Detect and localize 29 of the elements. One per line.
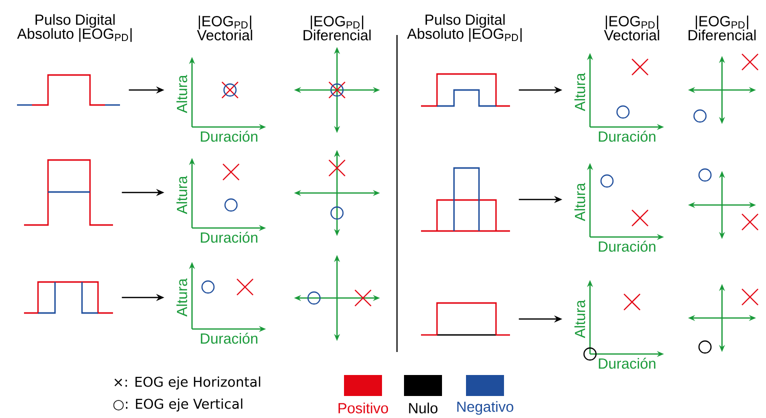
column-heading: |EOG$_{PD}$| Vectorial — [604, 16, 660, 40]
axis-label: Duración — [200, 130, 258, 142]
axis-label: Duración — [598, 358, 656, 369]
pulse-drawing — [421, 73, 510, 107]
legend-text: Positivo — [338, 402, 388, 414]
pulse-drawing — [17, 74, 120, 106]
axis-label: Altura — [574, 300, 586, 338]
pulse-drawing — [421, 302, 510, 336]
axis-label: Altura — [574, 72, 586, 112]
axis-label: Altura — [176, 278, 188, 317]
pulse-drawing — [24, 159, 113, 226]
legend-text: ×: EOG eje Horizontal — [114, 376, 260, 390]
legend-text: Negativo — [457, 401, 514, 415]
pulse-drawing — [24, 281, 113, 314]
axis-label: Duración — [200, 232, 258, 243]
column-heading: |EOG$_{PD}$| Diferencial — [688, 16, 756, 40]
axis-label: Altura — [176, 176, 188, 214]
axis-label: Altura — [574, 182, 586, 222]
column-heading: Pulso Digital Absoluto |EOG$_{PD}$| — [407, 14, 522, 42]
axis-label: Altura — [176, 74, 188, 114]
axis-label: Duración — [200, 332, 258, 344]
legend-text: Nulo — [409, 402, 438, 414]
pulse-drawing — [421, 167, 510, 232]
legend-text: ○: EOG eje Vertical — [113, 398, 242, 412]
column-heading: |EOG$_{PD}$| Diferencial — [304, 16, 371, 40]
axis-label: Duración — [598, 130, 656, 142]
column-heading: |EOG$_{PD}$| Vectorial — [197, 16, 252, 40]
column-heading: Pulso Digital Absoluto |EOG$_{PD}$| — [17, 14, 132, 42]
axis-label: Duración — [598, 240, 656, 252]
